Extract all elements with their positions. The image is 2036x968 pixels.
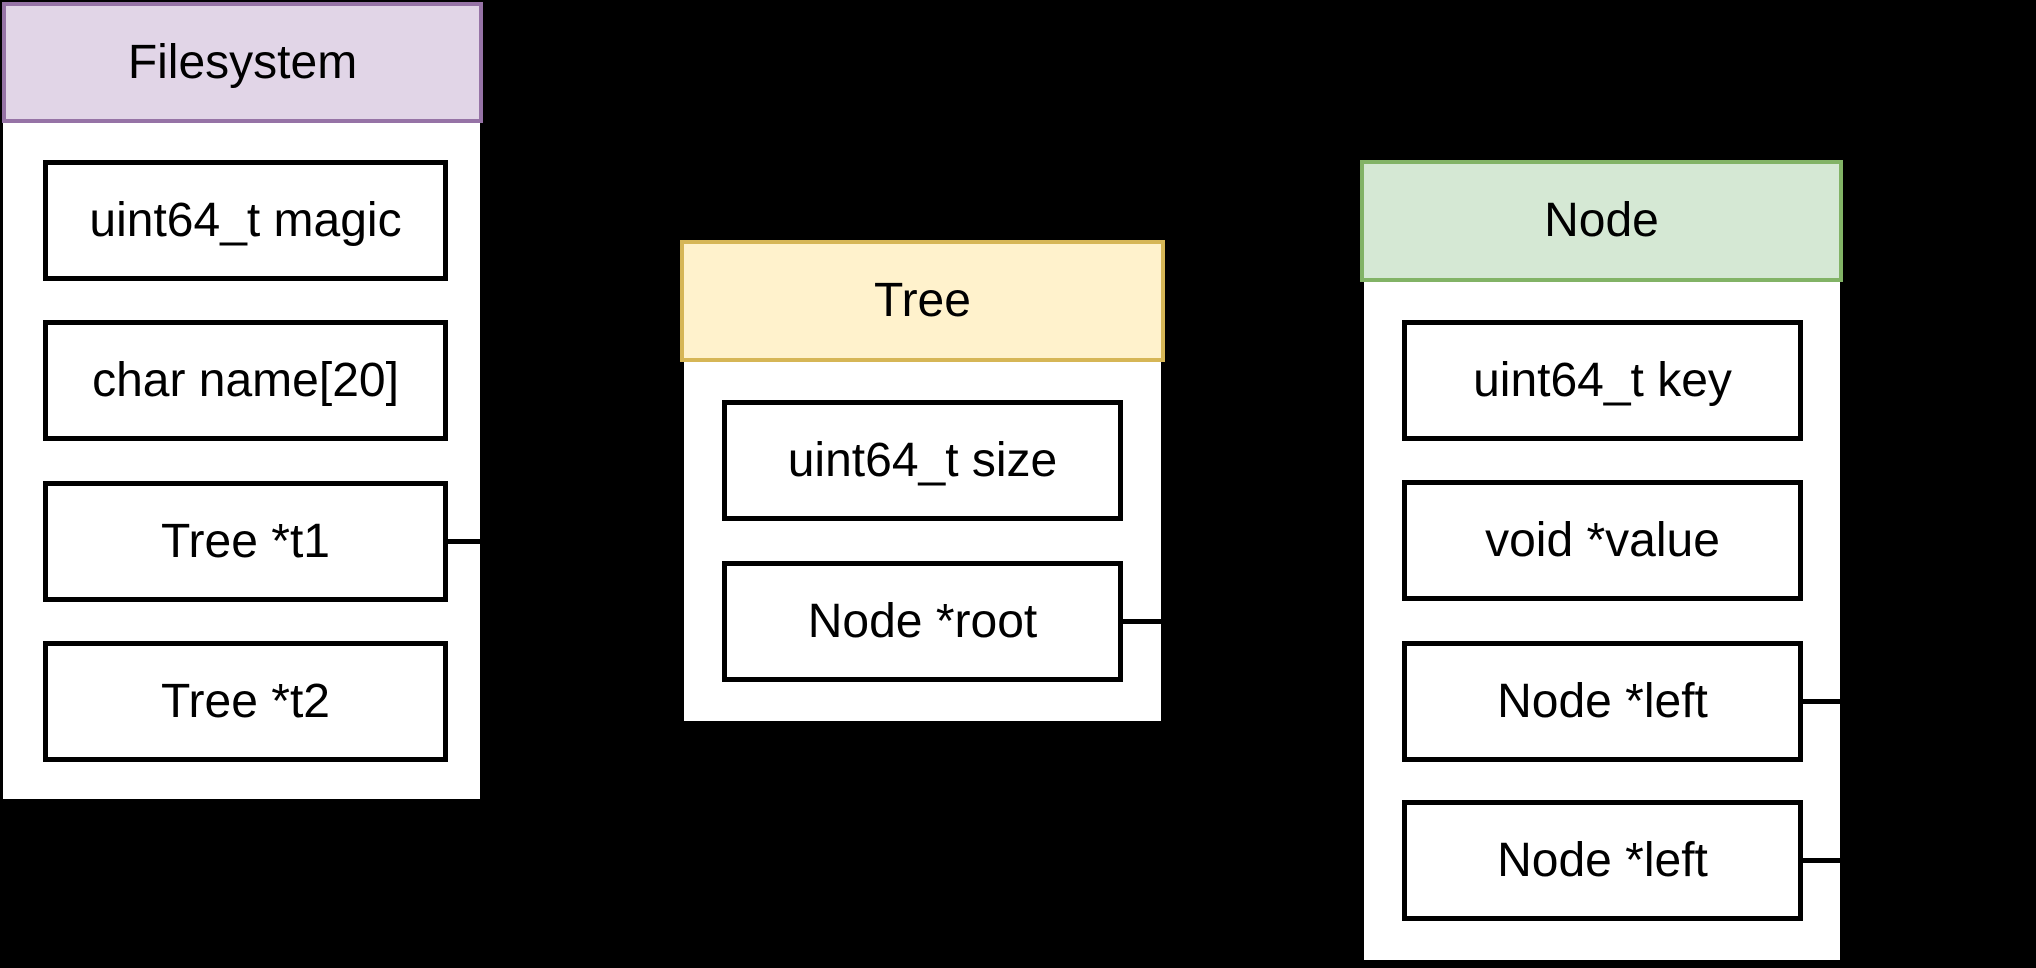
field-label: uint64_t key <box>1473 353 1732 407</box>
field-node-left-1: Node *left <box>1402 641 1803 762</box>
connector-node-left-2 <box>1803 858 1840 863</box>
field-label: Node *left <box>1497 833 1708 887</box>
field-filesystem-t2: Tree *t2 <box>43 641 448 762</box>
field-label: void *value <box>1485 513 1720 567</box>
field-tree-root: Node *root <box>722 561 1123 682</box>
field-label: Node *root <box>807 594 1038 648</box>
field-label: Node *left <box>1497 674 1708 728</box>
entity-title-tree: Tree <box>874 274 971 328</box>
field-label: Tree *t2 <box>161 674 330 728</box>
entity-header-tree: Tree <box>680 240 1165 362</box>
field-node-left-2: Node *left <box>1402 800 1803 921</box>
entity-title-node: Node <box>1544 194 1659 248</box>
entity-title-filesystem: Filesystem <box>127 35 358 89</box>
entity-header-node: Node <box>1360 160 1843 282</box>
field-label: uint64_t magic <box>89 193 402 247</box>
connector-tree-root <box>1123 619 1161 624</box>
field-filesystem-name: char name[20] <box>43 320 448 441</box>
field-node-value: void *value <box>1402 480 1803 601</box>
field-filesystem-magic: uint64_t magic <box>43 160 448 281</box>
field-tree-size: uint64_t size <box>722 400 1123 521</box>
field-label: Tree *t1 <box>161 514 330 568</box>
field-label: char name[20] <box>92 353 399 407</box>
field-label: uint64_t size <box>787 433 1058 487</box>
field-filesystem-t1: Tree *t1 <box>43 481 448 602</box>
connector-filesystem-t1 <box>448 539 480 544</box>
entity-header-filesystem: Filesystem <box>2 2 483 123</box>
connector-node-left-1 <box>1803 699 1840 704</box>
field-node-key: uint64_t key <box>1402 320 1803 441</box>
